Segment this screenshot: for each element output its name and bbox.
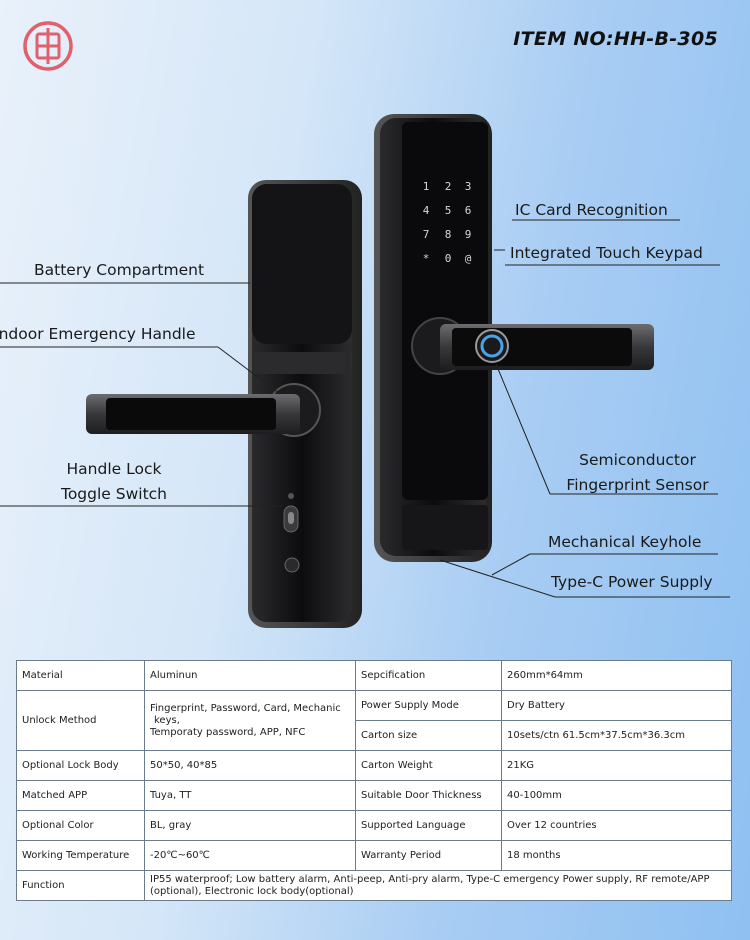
callout-fingerprint: Semiconductor Fingerprint Sensor [555, 448, 720, 498]
keypad-key: * [423, 252, 430, 265]
keypad: 1 2 3 4 5 6 7 8 9 * 0 @ [423, 180, 472, 265]
keypad-key: 4 [423, 204, 430, 217]
callout-toggle-line1: Handle Lock [66, 460, 162, 478]
spec-key: Optional Color [16, 810, 145, 841]
keypad-key: 2 [445, 180, 452, 193]
spec-value: 21KG [501, 750, 732, 781]
table-row: Function IP55 waterproof; Low battery al… [16, 870, 732, 901]
spec-value: BL, gray [144, 810, 356, 841]
brand-logo [22, 20, 74, 72]
keypad-key: 9 [465, 228, 472, 241]
smart-lock-illustration: 1 2 3 4 5 6 7 8 9 * 0 @ [0, 114, 730, 628]
spec-key: Suitable Door Thickness [355, 780, 502, 811]
keypad-key: 7 [423, 228, 430, 241]
spec-key: Matched APP [16, 780, 145, 811]
table-row: Carton size 10sets/ctn 61.5cm*37.5cm*36.… [17, 720, 732, 751]
spec-table: Material Aluminun Sepcification 260mm*64… [16, 660, 732, 901]
callout-lines [0, 219, 730, 598]
spec-key: Carton Weight [355, 750, 502, 781]
indoor-unit [86, 180, 362, 628]
table-row: Matched APP Tuya, TT Suitable Door Thick… [16, 780, 732, 811]
spec-key: Unlock Method [16, 690, 145, 751]
spec-key: Carton size [355, 720, 502, 751]
table-row: Material Aluminun Sepcification 260mm*64… [16, 660, 732, 691]
keypad-key: 1 [423, 180, 430, 193]
keypad-key: 6 [465, 204, 472, 217]
spec-key: Material [16, 660, 145, 691]
spec-value: -20℃~60℃ [144, 840, 356, 871]
table-row: Unlock Method Fingerprint, Password, Car… [16, 690, 732, 751]
callout-battery: Battery Compartment [34, 261, 205, 279]
table-row: Working Temperature -20℃~60℃ Warranty Pe… [16, 840, 732, 871]
unlock-line: Temporaty password, APP, NFC [150, 726, 306, 738]
spec-value: 40-100mm [501, 780, 732, 811]
spec-value: Dry Battery [501, 690, 732, 721]
spec-value: 10sets/ctn 61.5cm*37.5cm*36.3cm [501, 720, 732, 751]
callout-indoor-handle: Indoor Emergency Handle [0, 325, 196, 343]
keypad-key: 5 [445, 204, 452, 217]
spec-value: 50*50, 40*85 [144, 750, 356, 781]
unlock-line: Fingerprint, Password, Card, Mechanic [150, 702, 341, 714]
keypad-key: 0 [445, 252, 452, 265]
spec-value: Tuya, TT [144, 780, 356, 811]
table-row: Optional Lock Body 50*50, 40*85 Carton W… [16, 750, 732, 781]
callout-keyhole: Mechanical Keyhole [548, 533, 702, 551]
spec-value: Aluminun [144, 660, 356, 691]
callout-touch-keypad: Integrated Touch Keypad [510, 244, 703, 262]
callout-ic-card: IC Card Recognition [515, 201, 668, 219]
outdoor-unit: 1 2 3 4 5 6 7 8 9 * 0 @ [374, 114, 654, 562]
spec-value: Fingerprint, Password, Card, Mechanic ke… [144, 690, 356, 751]
item-number: ITEM NO:HH-B-305 [513, 28, 718, 50]
callout-typec: Type-C Power Supply [551, 573, 713, 591]
table-row: Optional Color BL, gray Supported Langua… [16, 810, 732, 841]
keypad-key: 8 [445, 228, 452, 241]
spec-key: Sepcification [355, 660, 502, 691]
spec-key: Power Supply Mode [355, 690, 502, 721]
spec-value: IP55 waterproof; Low battery alarm, Anti… [144, 870, 732, 901]
spec-value: 18 months [501, 840, 732, 871]
spec-key: Warranty Period [355, 840, 502, 871]
unlock-line: keys, [154, 714, 180, 726]
spec-value: 260mm*64mm [501, 660, 732, 691]
keypad-key: 3 [465, 180, 472, 193]
keypad-key: @ [465, 252, 472, 265]
spec-key: Working Temperature [16, 840, 145, 871]
callout-toggle-switch: Handle Lock Toggle Switch [54, 457, 174, 507]
spec-value: Over 12 countries [501, 810, 732, 841]
callout-fp-line2: Fingerprint Sensor [566, 476, 709, 494]
spec-key: Function [16, 870, 145, 901]
spec-key: Supported Language [355, 810, 502, 841]
callout-toggle-line2: Toggle Switch [60, 485, 167, 503]
callout-fp-line1: Semiconductor [579, 451, 696, 469]
spec-key: Optional Lock Body [16, 750, 145, 781]
